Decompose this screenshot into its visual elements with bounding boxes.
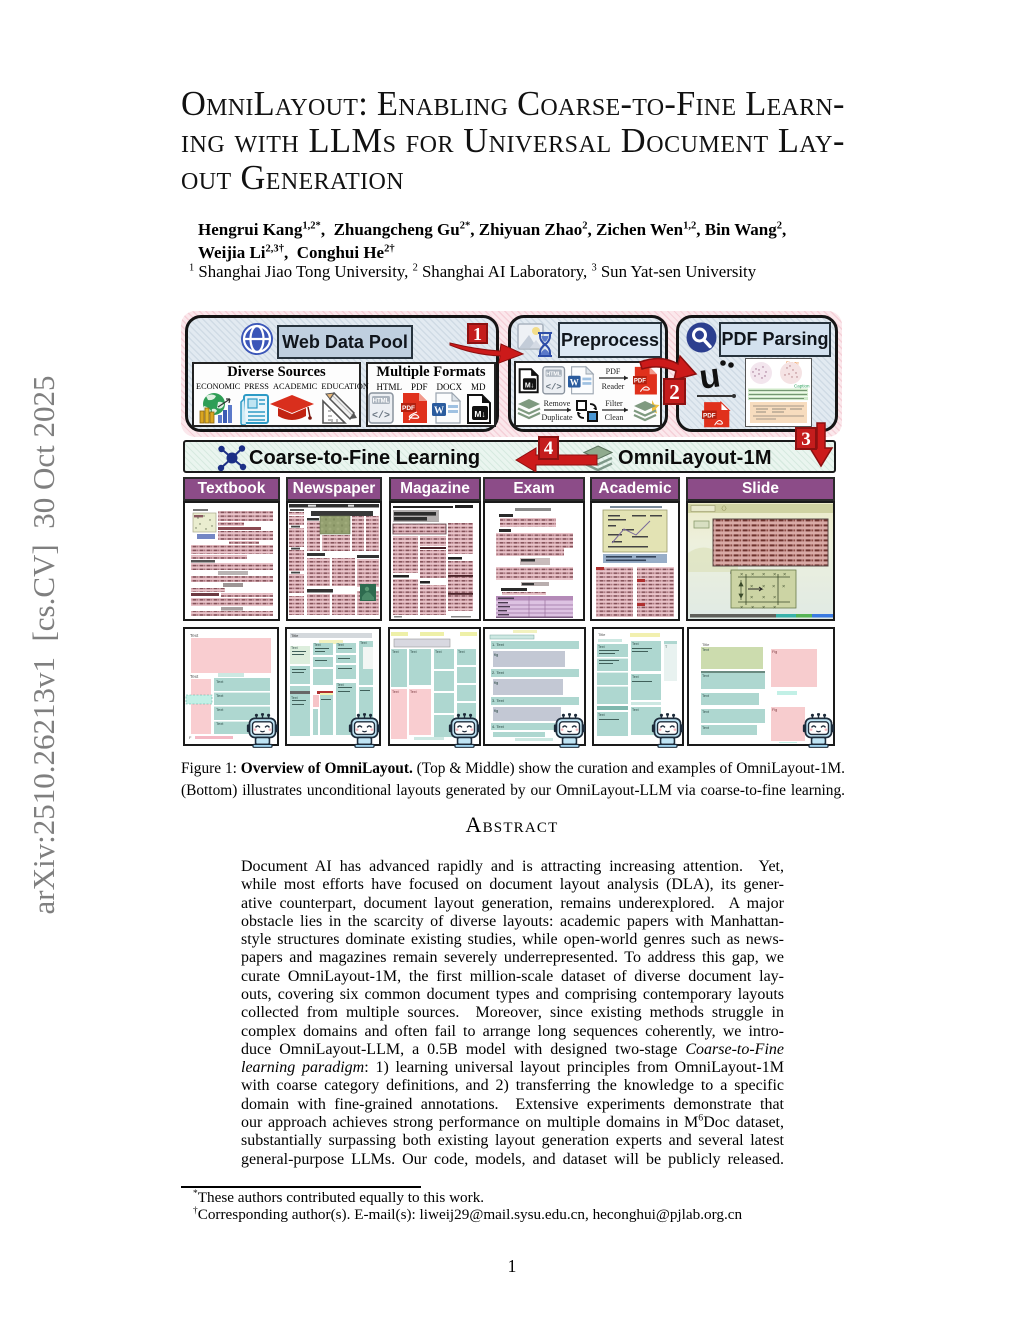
svg-text:u: u	[697, 358, 723, 397]
svg-text:Text: Text	[410, 690, 417, 694]
svg-text:×: ×	[773, 605, 776, 611]
svg-text:HTML: HTML	[373, 399, 390, 405]
svg-text:W: W	[570, 377, 579, 387]
svg-text:Text: Text	[702, 726, 710, 730]
svg-text:1. Text: 1. Text	[492, 642, 505, 647]
svg-text:Reader: Reader	[602, 382, 625, 391]
svg-text:Text: Text	[216, 693, 224, 698]
svg-text:PDF: PDF	[703, 412, 716, 419]
svg-text:Fig: Fig	[772, 708, 777, 712]
svg-text:Text: Text	[632, 642, 639, 646]
svg-text:3. Text: 3. Text	[492, 698, 505, 703]
svg-text:Text: Text	[458, 650, 465, 654]
svg-text:Remove: Remove	[544, 399, 571, 408]
svg-text:Text: Text	[702, 694, 710, 698]
svg-text:×: ×	[750, 595, 753, 601]
svg-text:Text: Text	[337, 643, 344, 647]
svg-text:Title: Title	[291, 633, 299, 638]
svg-text:Text: Text	[291, 696, 298, 700]
svg-text:Text: Text	[216, 721, 224, 726]
svg-text:×: ×	[740, 605, 743, 611]
svg-text:T: T	[665, 645, 668, 649]
svg-text:×: ×	[740, 572, 743, 578]
svg-text:×: ×	[782, 584, 785, 590]
svg-text:Fig: Fig	[772, 650, 777, 654]
svg-text:〈〉: 〈〉	[718, 506, 730, 513]
svg-text:×: ×	[772, 584, 775, 590]
svg-text:Text: Text	[190, 633, 199, 638]
svg-text:Text: Text	[291, 646, 298, 650]
svg-text:Text: Text	[392, 650, 399, 654]
svg-text:PDF: PDF	[634, 378, 646, 384]
svg-text:×: ×	[762, 572, 765, 578]
svg-text:fig: fig	[494, 708, 498, 713]
svg-text:fig: fig	[494, 652, 498, 657]
svg-text:4. Text: 4. Text	[492, 724, 505, 729]
svg-text:×: ×	[762, 595, 765, 601]
svg-text:Text: Text	[190, 674, 199, 679]
svg-text:Filter: Filter	[605, 399, 623, 408]
svg-text:×: ×	[762, 605, 765, 611]
svg-text:W: W	[434, 406, 444, 417]
svg-text:F: F	[189, 735, 192, 740]
svg-text:Text: Text	[598, 713, 605, 717]
svg-text:Caption: Caption	[794, 384, 810, 389]
svg-text:×: ×	[751, 605, 754, 611]
svg-text:Text: Text	[337, 683, 344, 687]
svg-text:</>: </>	[372, 410, 390, 422]
svg-text:PDF: PDF	[606, 367, 621, 376]
svg-text:Text: Text	[632, 675, 639, 679]
svg-text:×: ×	[751, 572, 754, 578]
svg-text:HTML: HTML	[546, 371, 562, 377]
svg-text:</>: </>	[546, 382, 562, 392]
svg-text:Text: Text	[314, 643, 321, 647]
svg-text:Text: Text	[702, 648, 710, 652]
svg-text:Title: Title	[598, 632, 606, 637]
svg-text:Text: Text	[216, 679, 224, 684]
svg-text:Text: Text	[360, 641, 367, 645]
svg-text:×: ×	[773, 572, 776, 578]
svg-text:×: ×	[773, 595, 776, 601]
svg-text:×: ×	[783, 572, 786, 578]
svg-text:Text: Text	[410, 650, 417, 654]
svg-text:Clean: Clean	[605, 413, 624, 422]
svg-text:Text: Text	[216, 707, 224, 712]
svg-text:×: ×	[762, 584, 765, 590]
svg-text:×: ×	[750, 584, 753, 590]
svg-text:Text: Text	[435, 650, 442, 654]
svg-text:Duplicate: Duplicate	[541, 413, 573, 422]
svg-text:2. Text: 2. Text	[492, 670, 505, 675]
svg-text:M↓: M↓	[525, 382, 534, 389]
svg-text:Text: Text	[598, 645, 605, 649]
svg-text:fig: fig	[494, 680, 498, 685]
svg-text:Text: Text	[632, 708, 639, 712]
svg-text:Text: Text	[392, 690, 399, 694]
svg-text:Title: Title	[702, 642, 710, 647]
svg-text:Text: Text	[702, 674, 710, 678]
svg-text:PDF: PDF	[402, 405, 415, 412]
svg-text:Text: Text	[702, 710, 710, 714]
svg-text:M↓: M↓	[474, 409, 485, 419]
